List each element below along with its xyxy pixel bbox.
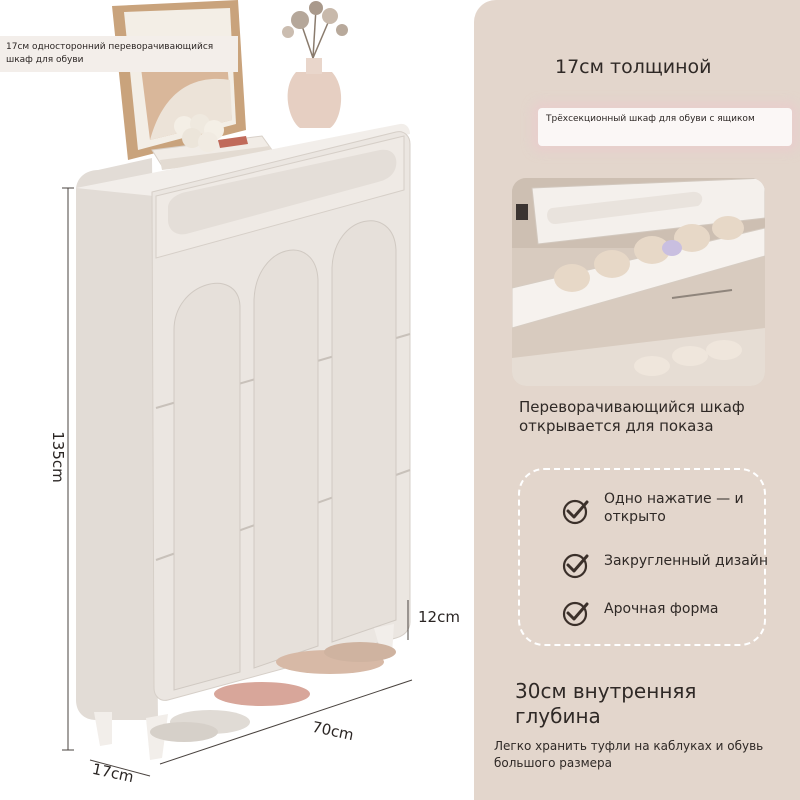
check-circle-icon: [562, 553, 589, 579]
legs-dimension: 12cm: [418, 608, 460, 626]
flip-drawer-illustration: [512, 178, 765, 386]
vase: [282, 1, 348, 128]
dimension-lines: [62, 187, 413, 777]
candle: [174, 114, 224, 152]
depth-subtitle: Легко хранить туфли на каблуках и обувь …: [494, 739, 764, 770]
feature-item: [560, 550, 590, 584]
feature-label: Одно нажатие — и открыто: [604, 491, 744, 525]
flip-display-caption: Переворачивающийся шкаф открывается для …: [519, 398, 745, 435]
feature-label: Закругленный дизайн: [604, 553, 769, 569]
features-box: Одно нажатие — и открыто Закругленный ди…: [518, 468, 769, 646]
top-left-caption: 17см односторонний переворачивающийся шк…: [0, 36, 238, 72]
shoes-under-cabinet: [150, 642, 396, 742]
cabinet: [76, 123, 411, 760]
feature-item: [560, 598, 590, 632]
height-dimension: 135cm: [49, 431, 67, 483]
flip-drawer-photo: [512, 178, 765, 386]
feature-label: Арочная форма: [604, 601, 719, 617]
feature-item: [560, 496, 590, 530]
check-circle-icon: [562, 499, 589, 525]
check-circle-icon: [562, 601, 589, 627]
picture-frame: [112, 0, 246, 160]
thickness-title: 17см толщиной: [555, 56, 712, 78]
three-section-label: Трёхсекционный шкаф для обуви с ящиком: [538, 108, 792, 146]
depth-title: 30см внутренняя глубина: [515, 679, 697, 728]
